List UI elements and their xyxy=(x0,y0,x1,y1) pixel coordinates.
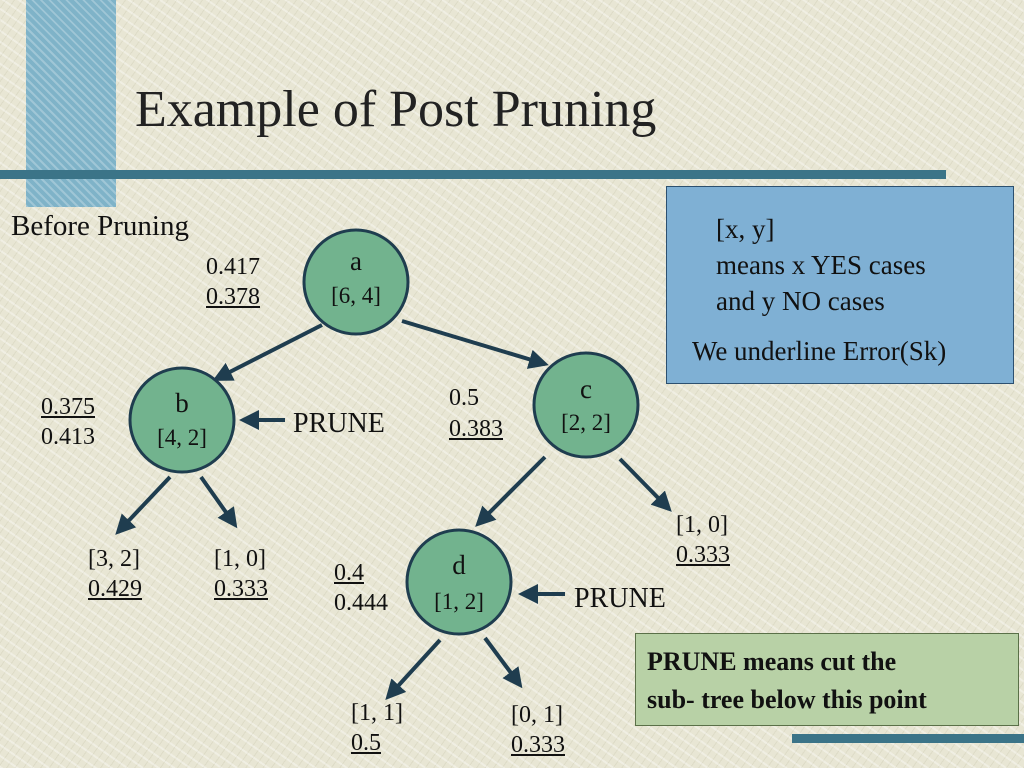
node-d-name: d xyxy=(452,550,466,580)
edge-a-b xyxy=(212,323,323,381)
bottom-rule xyxy=(792,734,1024,743)
edge-a-c xyxy=(401,319,549,369)
leaf-b-left-counts: [3, 2] xyxy=(88,546,140,572)
prune-label-d: PRUNE xyxy=(574,583,666,614)
edge-b-left xyxy=(115,475,172,535)
leaf-b-left-error: 0.429 xyxy=(88,576,142,602)
leaf-c-right-counts: [1, 0] xyxy=(676,512,728,538)
node-d-error-top: 0.4 xyxy=(334,560,364,586)
node-d-counts: [1, 2] xyxy=(434,589,484,614)
leaf-d-left-error: 0.5 xyxy=(351,730,381,756)
edge-b-right xyxy=(199,475,238,529)
edge-c-right xyxy=(618,457,672,512)
node-a xyxy=(302,228,410,336)
leaf-d-left-counts: [1, 1] xyxy=(351,700,403,726)
leaf-d-right-error: 0.333 xyxy=(511,732,565,758)
node-a-counts: [6, 4] xyxy=(331,283,381,308)
node-c-name: c xyxy=(580,374,592,404)
prune-note-box: PRUNE means cut the sub- tree below this… xyxy=(635,633,1019,726)
legend-line-3: and y NO cases xyxy=(716,286,885,316)
edge-d-left xyxy=(385,638,442,700)
node-b xyxy=(128,366,236,474)
node-b-error-top: 0.375 xyxy=(41,394,95,420)
leaf-b-right-counts: [1, 0] xyxy=(214,546,266,572)
slide-subtitle: Before Pruning xyxy=(11,210,189,242)
legend-line-1: [x, y] xyxy=(716,214,775,244)
node-a-error-bottom: 0.378 xyxy=(206,284,260,310)
slide-title: Example of Post Pruning xyxy=(135,81,657,138)
leaf-b-right-error: 0.333 xyxy=(214,576,268,602)
node-a-name: a xyxy=(350,246,362,276)
node-b-name: b xyxy=(175,388,189,418)
node-b-error-bottom: 0.413 xyxy=(41,424,95,450)
title-rule xyxy=(0,170,946,179)
prune-note-line-1: PRUNE means cut the xyxy=(647,647,897,676)
node-c-error-top: 0.5 xyxy=(449,385,479,411)
node-c-error-bottom: 0.383 xyxy=(449,416,503,442)
edge-c-d xyxy=(475,455,547,527)
node-c xyxy=(532,351,640,459)
prune-label-b: PRUNE xyxy=(293,408,385,439)
node-a-error-top: 0.417 xyxy=(206,254,260,280)
legend-box: [x, y] means x YES cases and y NO cases … xyxy=(666,186,1014,384)
leaf-d-right-counts: [0, 1] xyxy=(511,702,563,728)
node-d xyxy=(405,528,513,636)
legend-line-4: We underline Error(Sk) xyxy=(692,336,947,366)
node-d-error-bottom: 0.444 xyxy=(334,590,388,616)
edge-d-right xyxy=(483,636,523,689)
prune-note-line-2: sub- tree below this point xyxy=(647,685,927,714)
node-b-counts: [4, 2] xyxy=(157,425,207,450)
legend-line-2: means x YES cases xyxy=(716,250,926,280)
leaf-c-right-error: 0.333 xyxy=(676,542,730,568)
node-c-counts: [2, 2] xyxy=(561,410,611,435)
